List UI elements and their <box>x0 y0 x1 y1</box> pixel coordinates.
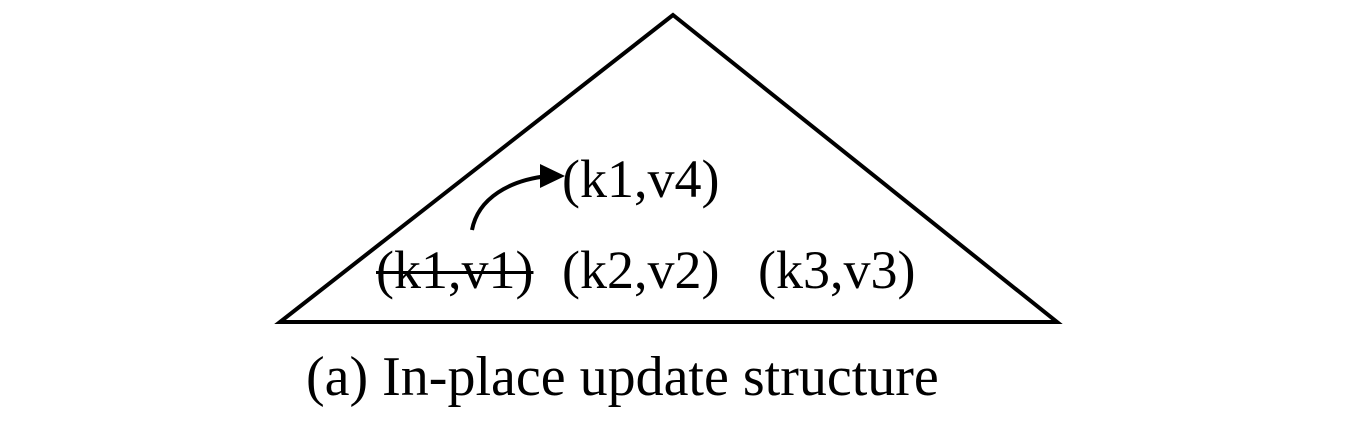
obsolete-entry-k1-v1: (k1,v1) <box>376 240 534 300</box>
arrowhead-icon <box>540 164 565 188</box>
update-arrow-icon <box>470 174 549 231</box>
figure-caption: (a) In-place update structure <box>306 346 939 408</box>
tree-triangle-shape <box>274 12 1063 324</box>
entry-k3-v3: (k3,v3) <box>758 240 916 300</box>
entry-k2-v2: (k2,v2) <box>562 240 720 300</box>
updated-entry-k1-v4: (k1,v4) <box>562 149 720 209</box>
